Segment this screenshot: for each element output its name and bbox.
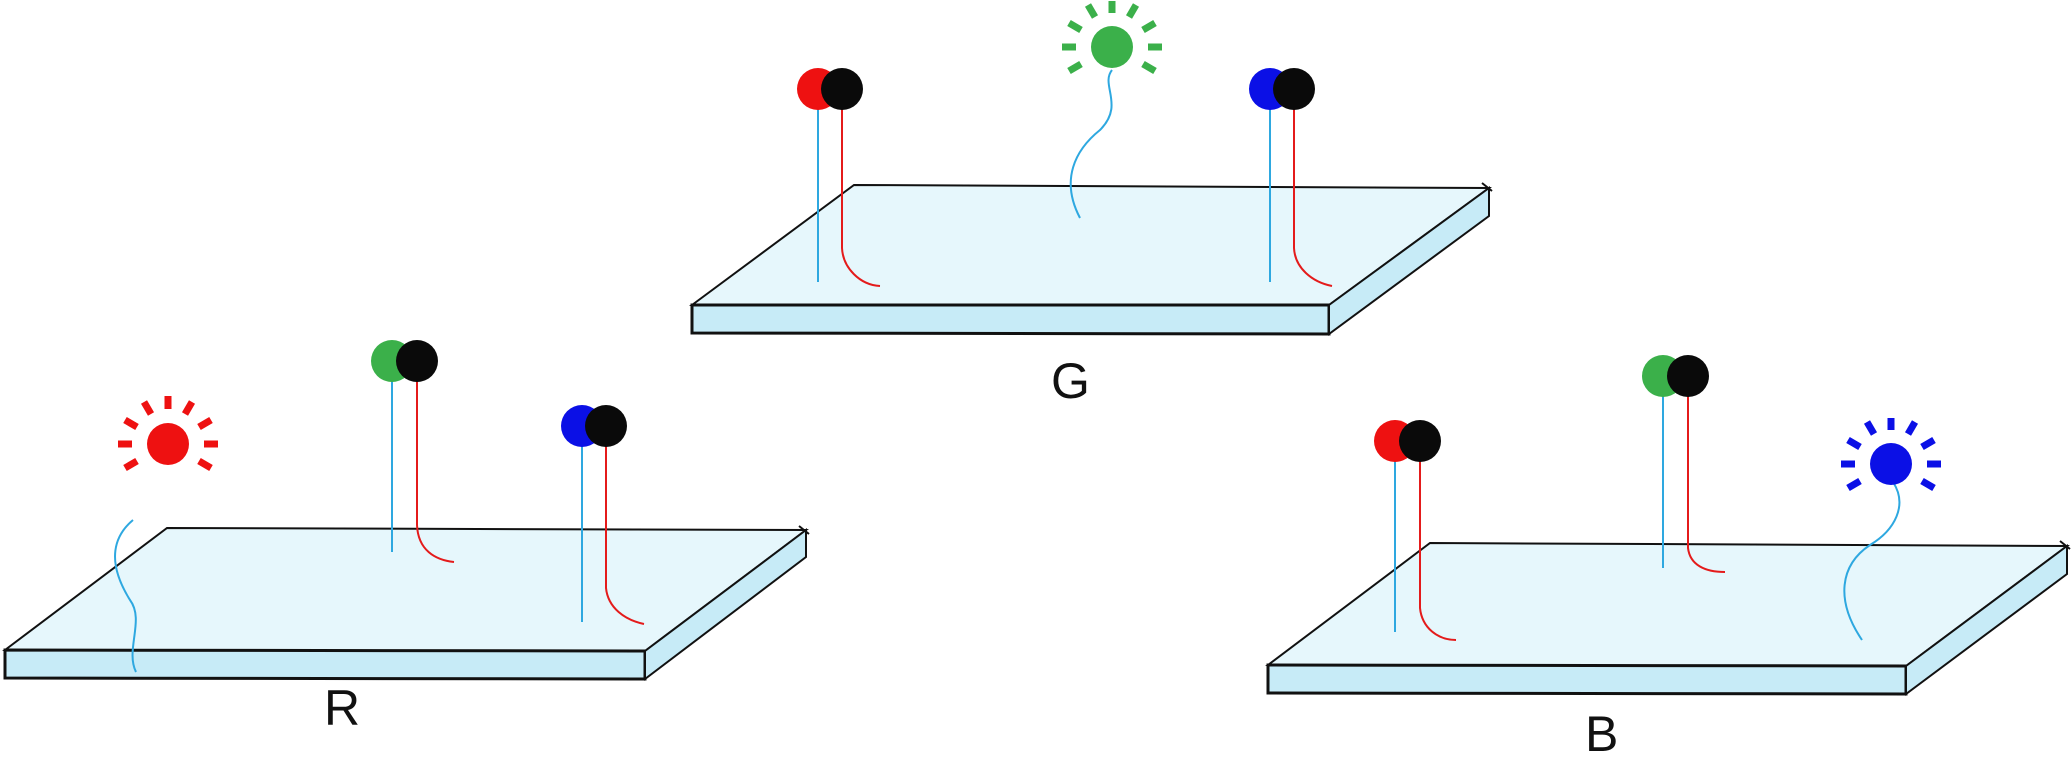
slide-g: G bbox=[688, 1, 1493, 409]
quenched-green-pair bbox=[371, 340, 455, 563]
quenched-blue-pair bbox=[561, 405, 645, 625]
emitter-dye bbox=[114, 396, 218, 673]
slide-g-plate bbox=[688, 182, 1493, 336]
slide-label-b: B bbox=[1585, 706, 1618, 762]
emitter-dye bbox=[1062, 1, 1162, 219]
black-quencher-icon bbox=[821, 68, 863, 110]
emitter-dye bbox=[1841, 418, 1941, 641]
slide-label-g: G bbox=[1051, 353, 1090, 409]
black-quencher-icon bbox=[585, 405, 627, 447]
glowing-blue-dye-icon bbox=[1841, 418, 1941, 492]
slide-r: R bbox=[2, 340, 810, 736]
slide-b-plate bbox=[1265, 540, 2071, 696]
slide-b: B bbox=[1265, 355, 2071, 762]
quenched-red-pair bbox=[797, 68, 881, 287]
black-quencher-icon bbox=[396, 340, 438, 382]
slide-r-plate bbox=[2, 525, 810, 682]
glowing-red-dye-icon bbox=[118, 396, 218, 472]
black-quencher-icon bbox=[1399, 420, 1441, 462]
black-quencher-icon bbox=[1667, 355, 1709, 397]
glowing-green-dye-icon bbox=[1062, 1, 1162, 75]
slide-label-r: R bbox=[324, 680, 360, 736]
quenched-red-pair bbox=[1374, 420, 1457, 641]
quenched-blue-pair bbox=[1249, 68, 1333, 287]
quenched-green-pair bbox=[1642, 355, 1726, 573]
black-quencher-icon bbox=[1273, 68, 1315, 110]
